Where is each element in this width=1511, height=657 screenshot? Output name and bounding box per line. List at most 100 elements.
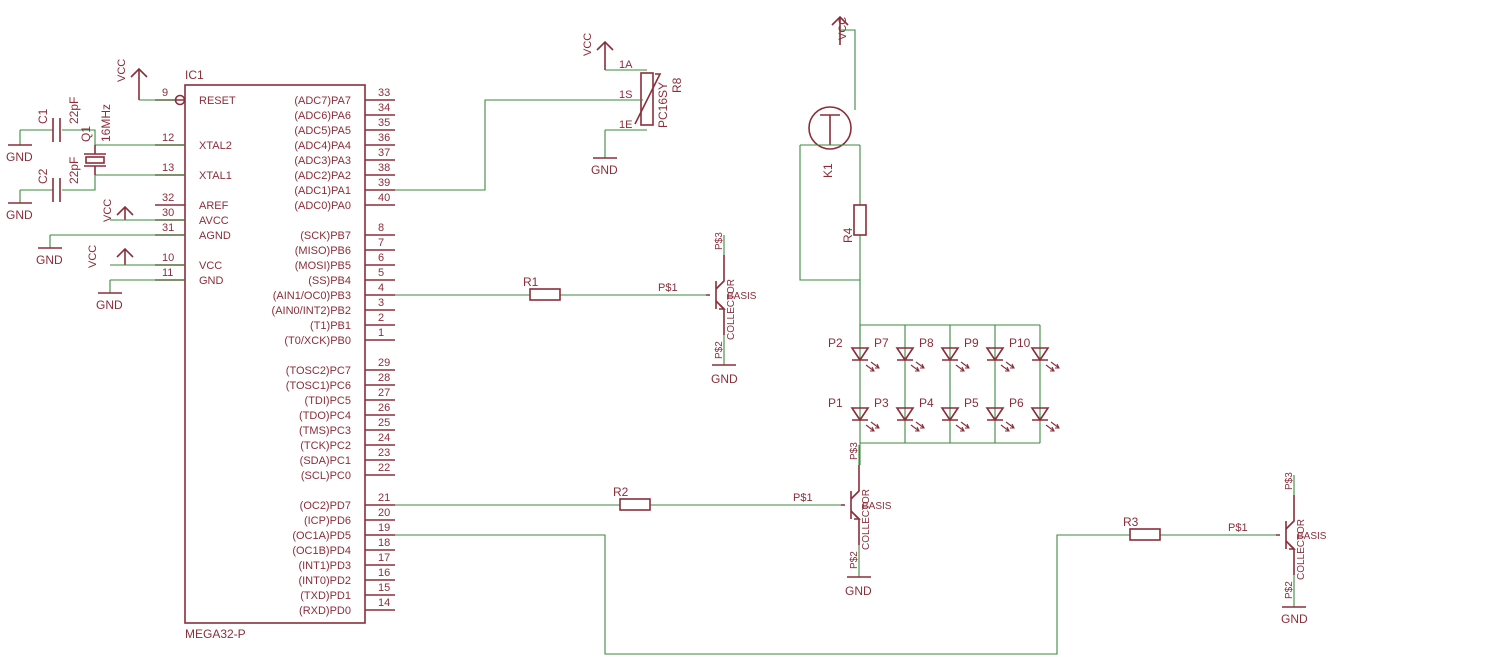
cap-c2-name: C2 [36, 168, 50, 184]
ic-right-pin-number: 35 [378, 117, 390, 129]
ic-right-pin-label: (OC1A)PD5 [292, 530, 351, 542]
resistor-r1-name: R1 [523, 275, 539, 289]
ic-right-pin-label: (ADC1)PA1 [294, 185, 351, 197]
cap-c1-name: C1 [36, 108, 50, 124]
vcc-label-pot: VCC [582, 33, 594, 56]
pot-name: R8 [670, 77, 684, 93]
ic-right-pin-label: (INT0)PD2 [298, 575, 351, 587]
ic-right-pin-label: (TDI)PC5 [305, 395, 351, 407]
led [851, 347, 880, 372]
ic-left-pin-label: GND [199, 275, 224, 287]
ic-left-pins: 9RESET12XTAL213XTAL132AREF30AVCC31AGND10… [155, 87, 236, 287]
ic-right-pin-number: 14 [378, 597, 390, 609]
vcc-reset: VCC [116, 59, 175, 101]
crystal-value: 16MHz [99, 104, 113, 142]
vcc-vcc: VCC [87, 245, 185, 268]
ic-left-pin-label: RESET [199, 95, 236, 107]
ic-right-pin-label: (MISO)PB6 [295, 245, 351, 257]
gnd-label-pot: GND [591, 163, 618, 177]
ic-mega32: IC1 MEGA32-P 9RESET12XTAL213XTAL132AREF3… [155, 68, 395, 641]
ic-value: MEGA32-P [185, 627, 246, 641]
ic-left-pin-number: 31 [162, 222, 174, 234]
transistor-t1: GND P$1 P$3 P$2 COLLECTOR BASIS [658, 232, 757, 386]
ic-right-pin-number: 33 [378, 87, 390, 99]
t2-base-label: P$1 [793, 492, 813, 504]
t3-collector-pin: P$3 [1284, 472, 1295, 490]
t3-basis-text: BASIS [1297, 531, 1327, 542]
ic-right-pin-label: (TOSC1)PC6 [286, 380, 351, 392]
ic-right-pin-label: (ADC4)PA4 [294, 140, 351, 152]
vcc-label-vcc: VCC [87, 245, 99, 268]
pot-pin-1s: 1S [619, 89, 632, 101]
ic-right-pin-label: (T1)PB1 [310, 320, 351, 332]
led [851, 407, 880, 432]
ic-right-pin-number: 27 [378, 387, 390, 399]
ic-left-pin-number: 13 [162, 162, 174, 174]
ic-left-pin-number: 32 [162, 192, 174, 204]
t1-emitter-pin: P$2 [714, 341, 725, 359]
ic-right-pin-label: (TMS)PC3 [299, 425, 351, 437]
t2-emitter-pin: P$2 [849, 551, 860, 569]
ic-right-pin-number: 37 [378, 147, 390, 159]
ic-right-pin-label: (AIN0/INT2)PB2 [272, 305, 351, 317]
gnd-agnd: GND [36, 234, 185, 267]
led-label: P2 [828, 336, 843, 350]
vcc-label-avcc: VCC [102, 199, 114, 222]
resistor-r3: R3 [395, 515, 1280, 655]
led-label: P8 [919, 336, 934, 350]
ic-left-pin-label: AGND [199, 230, 231, 242]
resistor-r4-name: R4 [841, 227, 855, 243]
ic-right-pins: 33(ADC7)PA734(ADC6)PA635(ADC5)PA536(ADC4… [272, 87, 395, 617]
led-label: P1 [828, 396, 843, 410]
ic-right-pin-label: (ADC2)PA2 [294, 170, 351, 182]
ic-left-pin-label: XTAL2 [199, 140, 232, 152]
t3-emitter-pin: P$2 [1284, 581, 1295, 599]
ic-right-pin-label: (SS)PB4 [308, 275, 351, 287]
led [986, 407, 1015, 432]
t2-basis-text: BASIS [862, 501, 892, 512]
led [1031, 347, 1060, 372]
led-label: P4 [919, 396, 934, 410]
ic-right-pin-number: 3 [378, 297, 384, 309]
ic-right-pin-number: 22 [378, 462, 390, 474]
resistor-r1: R1 [395, 275, 710, 301]
ic-right-pin-label: (ICP)PD6 [304, 515, 351, 527]
led-label: P3 [874, 396, 889, 410]
ic-right-pin-number: 39 [378, 177, 390, 189]
cap-c1-value: 22pF [67, 97, 81, 124]
ic-right-pin-number: 19 [378, 522, 390, 534]
t1-collector-pin: P$3 [714, 232, 725, 250]
gnd-label-t2: GND [845, 584, 872, 598]
gnd-ic: GND [96, 279, 185, 312]
ic-left-pin-label: AVCC [199, 215, 229, 227]
ic-right-pin-label: (TXD)PD1 [300, 590, 351, 602]
ic-right-pin-number: 1 [378, 327, 384, 339]
ic-right-pin-number: 34 [378, 102, 390, 114]
crystal-q1: Q1 16MHz [78, 104, 185, 191]
ic-right-pin-number: 6 [378, 252, 384, 264]
ic-right-pin-number: 2 [378, 312, 384, 324]
ic-right-pin-label: (INT1)PD3 [298, 560, 351, 572]
ic-right-pin-label: (ADC6)PA6 [294, 110, 351, 122]
ic-right-pin-number: 36 [378, 132, 390, 144]
ic-left-pin-number: 9 [162, 87, 168, 99]
ic-left-pin-number: 30 [162, 207, 174, 219]
ic-right-pin-label: (AIN1/OC0)PB3 [273, 290, 351, 302]
t1-basis-text: BASIS [727, 291, 757, 302]
ic-right-pin-number: 28 [378, 372, 390, 384]
crystal-name: Q1 [79, 126, 93, 142]
led [941, 407, 970, 432]
ic-right-pin-label: (OC2)PD7 [300, 500, 351, 512]
ic-right-pin-number: 7 [378, 237, 384, 249]
ic-right-pin-label: (OC1B)PD4 [292, 545, 351, 557]
ic-right-pin-number: 40 [378, 192, 390, 204]
gnd-label-ic: GND [96, 298, 123, 312]
led [1031, 407, 1060, 432]
ic-right-pin-number: 8 [378, 222, 384, 234]
led-label: P5 [964, 396, 979, 410]
resistor-r2-name: R2 [613, 485, 629, 499]
ic-right-pin-number: 18 [378, 537, 390, 549]
relay-k1: VCC K1 R4 [799, 15, 867, 345]
ic-left-pin-label: VCC [199, 260, 222, 272]
